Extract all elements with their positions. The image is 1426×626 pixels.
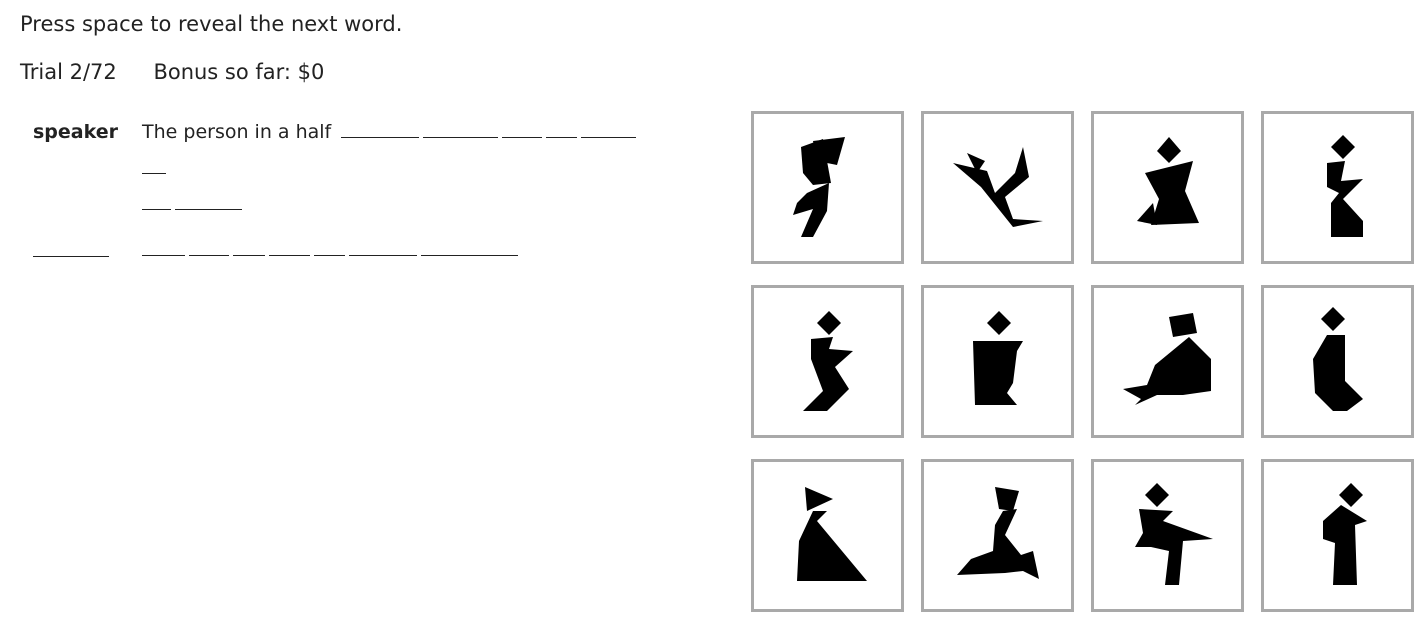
tangram-figure-9-icon (796, 486, 867, 581)
tangram-card-11[interactable] (1091, 459, 1244, 612)
tangram-card-4[interactable] (1261, 111, 1414, 264)
tangram-figure-10-icon (956, 486, 1039, 579)
hidden-word-blank (233, 237, 265, 256)
tangram-grid (751, 111, 1414, 612)
trial-counter: Trial 2/72 (20, 60, 117, 84)
status-bar: Trial 2/72 Bonus so far: $0 (20, 60, 354, 84)
tangram-figure-7-icon (1122, 312, 1211, 405)
hidden-word-blank (502, 119, 543, 138)
revealed-text: The person in a half (142, 121, 332, 143)
hidden-word-blank (421, 237, 518, 256)
tangram-card-2[interactable] (921, 111, 1074, 264)
hidden-word-blank (269, 237, 310, 256)
tangram-card-10[interactable] (921, 459, 1074, 612)
hidden-word-blank (175, 191, 242, 210)
tangram-figure-3-icon (1136, 136, 1199, 225)
speaker-label: speaker (33, 121, 118, 143)
chat-transcript: speaker The person in a half (33, 118, 673, 282)
tangram-card-1[interactable] (751, 111, 904, 264)
listener-label (33, 236, 142, 268)
speaker-message-row: speaker The person in a half (33, 118, 673, 222)
hidden-word-blank (189, 237, 229, 256)
tangram-card-6[interactable] (921, 285, 1074, 438)
hidden-word-blank (349, 237, 417, 256)
tangram-card-12[interactable] (1261, 459, 1414, 612)
tangram-figure-11-icon (1134, 482, 1213, 585)
tangram-figure-12-icon (1322, 482, 1367, 585)
tangram-card-7[interactable] (1091, 285, 1244, 438)
tangram-card-8[interactable] (1261, 285, 1414, 438)
hidden-word-blank (341, 119, 420, 138)
listener-message-row (33, 236, 673, 268)
tangram-card-9[interactable] (751, 459, 904, 612)
hidden-word-blank (581, 119, 637, 138)
tangram-figure-1-icon (792, 136, 845, 237)
tangram-figure-6-icon (972, 310, 1023, 405)
hidden-word-blank (423, 119, 499, 138)
tangram-card-3[interactable] (1091, 111, 1244, 264)
hidden-word-blank (142, 237, 185, 256)
listener-utterance (142, 232, 662, 268)
speaker-utterance: The person in a half (142, 114, 662, 222)
tangram-figure-4-icon (1326, 134, 1363, 237)
tangram-figure-5-icon (802, 310, 853, 411)
hidden-word-blank (546, 119, 578, 138)
hidden-word-blank (142, 155, 166, 174)
hidden-speaker-blank (33, 236, 109, 257)
hidden-word-blank (142, 191, 171, 210)
tangram-figure-8-icon (1312, 306, 1363, 411)
bonus-display: Bonus so far: $0 (153, 60, 325, 84)
tangram-card-5[interactable] (751, 285, 904, 438)
hidden-word-blank (314, 237, 345, 256)
instruction-text: Press space to reveal the next word. (20, 12, 403, 36)
tangram-figure-2-icon (952, 146, 1043, 227)
